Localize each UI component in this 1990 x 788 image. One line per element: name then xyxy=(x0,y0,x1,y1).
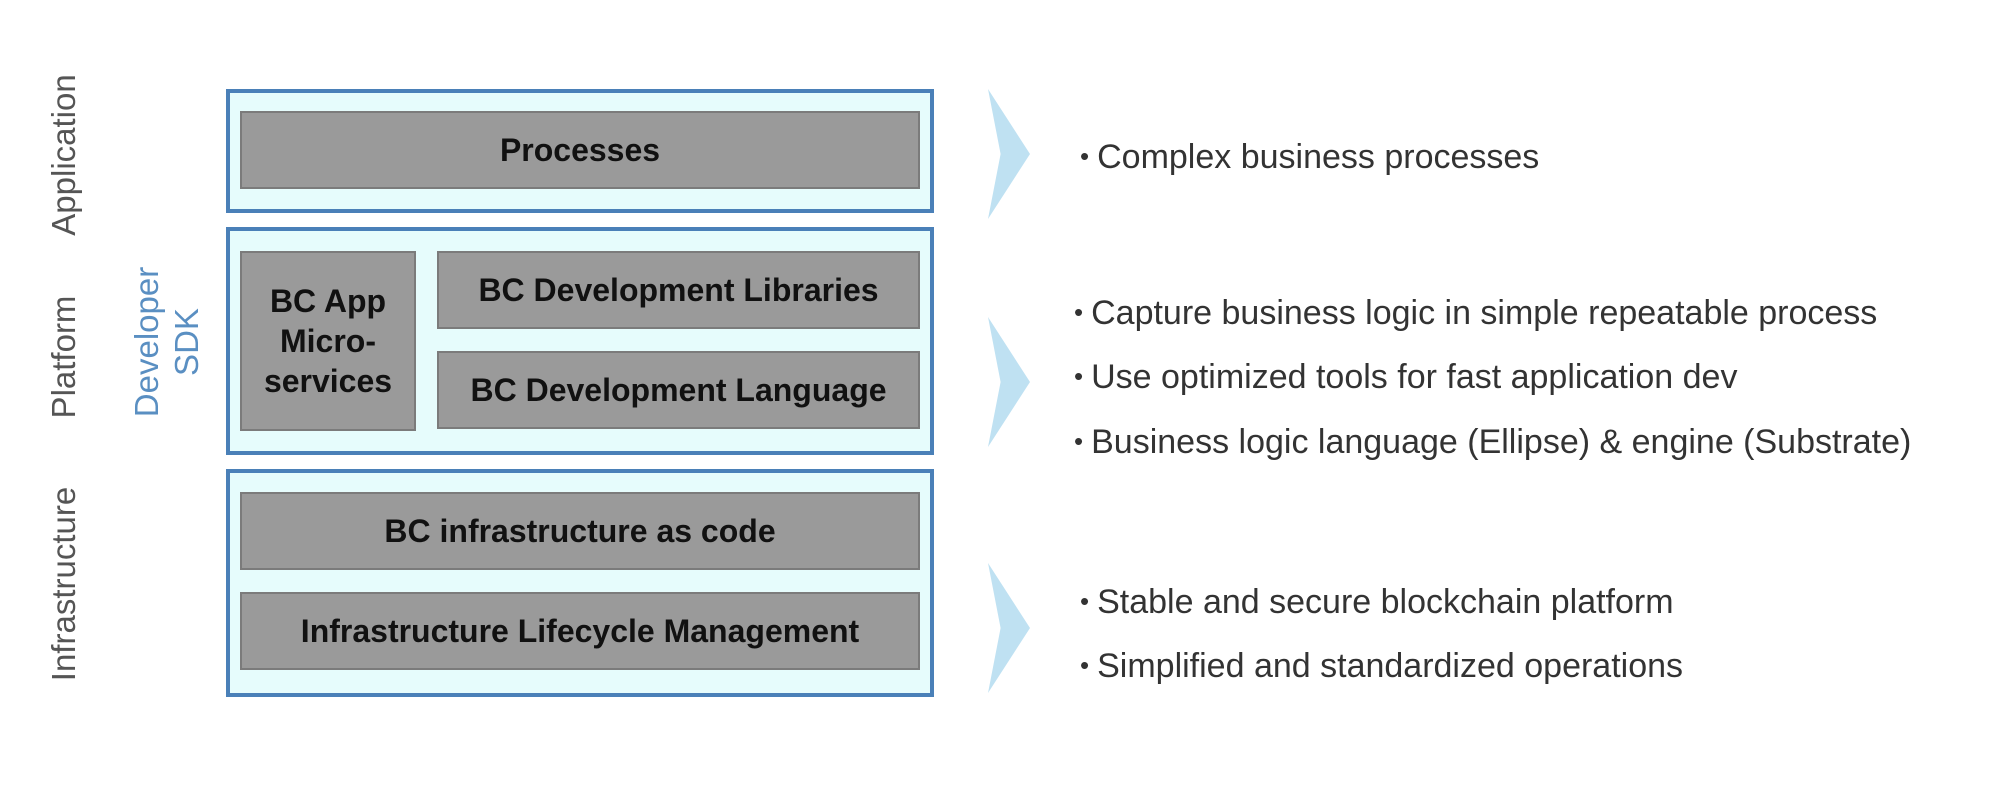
platform-chevron-icon xyxy=(988,317,1030,447)
infrastructure-bullet-2-text: Simplified and standardized operations xyxy=(1097,647,1684,685)
platform-bullet-2: •Use optimized tools for fast applicatio… xyxy=(1074,356,1737,397)
platform-label: Platform xyxy=(45,295,82,419)
processes-block: Processes xyxy=(240,111,920,189)
platform-bullet-3-text: Business logic language (Ellipse) & engi… xyxy=(1091,423,1912,461)
bullet-icon: • xyxy=(1080,141,1090,171)
bullet-icon: • xyxy=(1074,426,1084,456)
developer-sdk-line-1: Developer xyxy=(128,266,165,418)
application-label: Application xyxy=(45,74,82,236)
bc-app-line-1: BC App xyxy=(269,283,387,319)
developer-sdk-label: Developer SDK xyxy=(127,252,207,432)
bullet-icon: • xyxy=(1074,361,1084,391)
infrastructure-label: Infrastructure xyxy=(45,486,82,682)
bc-app-line-2: Micro- xyxy=(280,323,376,359)
bc-app-line-3: services xyxy=(263,363,393,399)
platform-bullet-1-text: Capture business logic in simple repeata… xyxy=(1091,294,1878,332)
infrastructure-lifecycle-management-block: Infrastructure Lifecycle Management xyxy=(240,592,920,670)
bc-development-language-block: BC Development Language xyxy=(437,351,920,429)
bc-app-microservices-block: BC App Micro- services xyxy=(240,251,416,431)
bc-infrastructure-as-code-block: BC infrastructure as code xyxy=(240,492,920,570)
application-chevron-icon xyxy=(988,89,1030,219)
bullet-icon: • xyxy=(1074,297,1084,327)
infrastructure-bullet-1: •Stable and secure blockchain platform xyxy=(1080,581,1674,622)
bullet-icon: • xyxy=(1080,586,1090,616)
platform-bullet-3: •Business logic language (Ellipse) & eng… xyxy=(1074,421,1911,462)
platform-bullet-1: •Capture business logic in simple repeat… xyxy=(1074,292,1877,333)
bullet-icon: • xyxy=(1080,650,1090,680)
infrastructure-bullet-1-text: Stable and secure blockchain platform xyxy=(1097,583,1674,621)
infrastructure-chevron-icon xyxy=(988,563,1030,693)
bc-development-libraries-block: BC Development Libraries xyxy=(437,251,920,329)
platform-bullet-2-text: Use optimized tools for fast application… xyxy=(1091,358,1738,396)
developer-sdk-line-2: SDK xyxy=(168,308,205,376)
application-bullet: •Complex business processes xyxy=(1080,136,1539,177)
infrastructure-bullet-2: •Simplified and standardized operations xyxy=(1080,645,1683,686)
application-bullet-text: Complex business processes xyxy=(1097,138,1540,176)
